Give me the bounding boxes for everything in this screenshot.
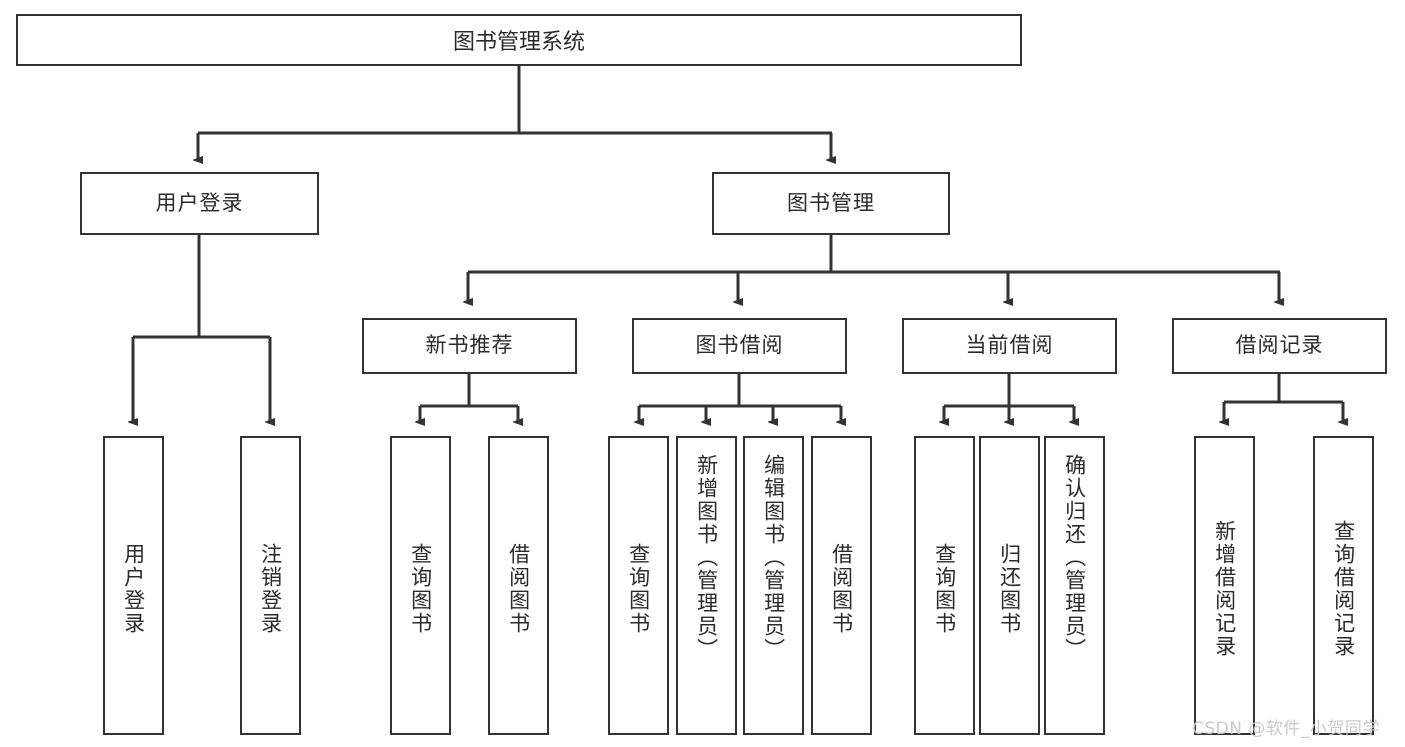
node-label: 借阅图书 [829,542,854,635]
leaf-confirm-return-admin[interactable]: 确认归还（管理员） [1044,436,1105,735]
leaf-edit-book-admin[interactable]: 编辑图书（管理员） [743,436,804,735]
leaf-logout-login[interactable]: 注销登录 [240,436,301,735]
leaf-query-borrow-record[interactable]: 查询借阅记录 [1313,436,1374,735]
leaf-borrow-book-borrow[interactable]: 借阅图书 [811,436,872,735]
node-book-borrow[interactable]: 图书借阅 [632,318,847,374]
node-current-borrow[interactable]: 当前借阅 [902,318,1117,374]
leaf-return-book[interactable]: 归还图书 [979,436,1040,735]
node-label: 用户登录 [155,190,244,215]
node-user-login[interactable]: 用户登录 [80,172,319,235]
node-label: 图书管理 [787,190,875,215]
node-label: 图书借阅 [695,333,784,358]
node-label: 查询借阅记录 [1331,519,1356,658]
node-label: 确认归还（管理员） [1062,454,1087,661]
leaf-query-book-recommend[interactable]: 查询图书 [390,436,451,735]
node-label: 新书推荐 [425,333,514,358]
node-borrow-record[interactable]: 借阅记录 [1172,318,1387,374]
node-label: 用户登录 [121,542,146,635]
watermark-text: CSDN @软件_小贺同学 [1192,719,1380,739]
leaf-query-book-current[interactable]: 查询图书 [914,436,975,735]
leaf-add-book-admin[interactable]: 新增图书（管理员） [676,436,737,735]
leaf-add-borrow-record[interactable]: 新增借阅记录 [1194,436,1255,735]
node-root-system[interactable]: 图书管理系统 [16,14,1022,66]
node-label: 归还图书 [997,542,1022,635]
node-label: 借阅图书 [506,542,531,635]
node-label: 查询图书 [626,542,651,635]
node-label: 注销登录 [258,542,283,635]
node-label: 查询图书 [932,542,957,635]
leaf-user-login[interactable]: 用户登录 [103,436,164,735]
node-label: 图书管理系统 [452,30,585,55]
node-label: 借阅记录 [1235,333,1324,358]
node-label: 新增图书（管理员） [694,454,719,661]
leaf-query-book-borrow[interactable]: 查询图书 [608,436,669,735]
node-book-manage[interactable]: 图书管理 [712,172,950,235]
node-label: 新增借阅记录 [1212,519,1237,658]
node-label: 查询图书 [408,542,433,635]
node-label: 编辑图书（管理员） [761,454,786,661]
node-new-book-recommend[interactable]: 新书推荐 [362,318,577,374]
leaf-borrow-book-recommend[interactable]: 借阅图书 [488,436,549,735]
node-label: 当前借阅 [965,333,1054,358]
